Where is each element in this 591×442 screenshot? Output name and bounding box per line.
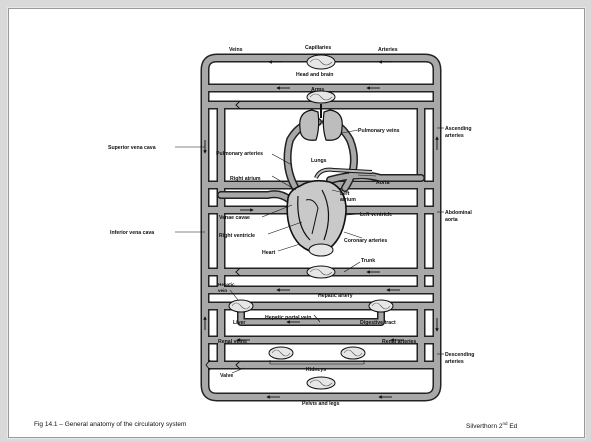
label-left-atrium-2: atrium — [340, 197, 356, 203]
label-arms: Arms — [311, 87, 324, 93]
label-venae-cavae: Venae cavae — [219, 215, 250, 221]
label-pulmonary-veins: Pulmonary veins — [358, 128, 400, 134]
label-capillaries: Capillaries — [305, 45, 331, 51]
label-hepatic-artery: Hepatic artery — [318, 293, 353, 299]
label-trunk: Trunk — [361, 258, 375, 264]
label-valve: Valve — [220, 373, 233, 379]
label-digestive-tract: Digestive tract — [360, 320, 396, 326]
label-abdominal-aorta-2: aorta — [445, 217, 458, 223]
label-left-ventricle: Left ventricle — [360, 212, 392, 218]
label-hepatic-vein-2: vein — [218, 288, 227, 293]
label-arteries: Arteries — [378, 47, 398, 53]
figure-caption: Fig 14.1 – General anatomy of the circul… — [34, 421, 186, 428]
source-credit-main: Silverthorn 2 — [466, 423, 503, 430]
source-credit-end: Ed — [508, 423, 518, 430]
label-heart: Heart — [262, 250, 276, 256]
source-credit: Silverthorn 2nd Ed — [466, 421, 517, 430]
label-coronary-arteries: Coronary arteries — [344, 238, 387, 244]
label-renal-veins: Renal veins — [218, 339, 247, 345]
label-superior-vena-cava: Superior vena cava — [108, 145, 156, 151]
label-hepatic-vein-1: Hepatic — [218, 282, 235, 287]
label-right-ventricle: Right ventricle — [219, 233, 255, 239]
label-ascending-arteries-2: arteries — [445, 133, 464, 139]
label-right-atrium: Right atrium — [230, 176, 261, 182]
label-kidneys: Kidneys — [306, 367, 326, 373]
label-inferior-vena-cava: Inferior vena cava — [110, 230, 154, 236]
label-pelvis-and-legs: Pelvis and legs — [302, 401, 340, 407]
label-renal-arteries: Renal arteries — [382, 339, 416, 345]
label-ascending-arteries-1: Ascending — [445, 126, 472, 132]
label-abdominal-aorta-1: Abdominal — [445, 210, 472, 216]
label-lungs: Lungs — [311, 158, 327, 164]
label-hepatic-portal-vein: Hepatic portal vein — [265, 315, 311, 321]
label-aorta: Aorta — [376, 180, 390, 186]
label-pulmonary-arteries: Pulmonary arteries — [216, 151, 263, 157]
label-head-and-brain: Head and brain — [296, 72, 333, 78]
label-descending-arteries-1: Descending — [445, 352, 474, 358]
label-descending-arteries-2: arteries — [445, 359, 464, 365]
label-liver: Liver — [233, 320, 245, 326]
label-veins: Veins — [229, 47, 243, 53]
